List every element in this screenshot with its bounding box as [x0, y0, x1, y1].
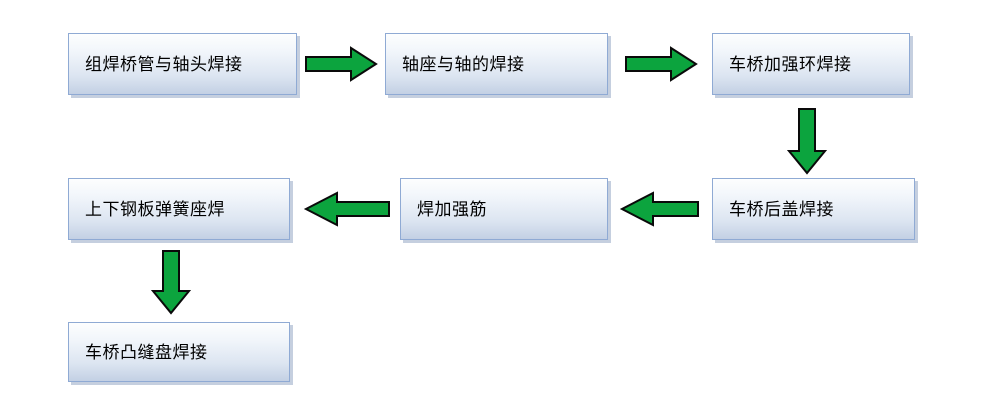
arrow-down-1-shape [786, 108, 828, 175]
arrow-left-2 [303, 191, 390, 227]
arrow-down-1 [786, 108, 828, 175]
arrow-right-2-shape [625, 46, 698, 82]
arrow-right-1 [305, 46, 378, 82]
arrow-down-2-shape [150, 250, 192, 315]
process-node-5-label: 焊加强筋 [417, 199, 487, 219]
process-node-1[interactable]: 组焊桥管与轴头焊接 [68, 33, 297, 95]
arrow-left-1 [619, 191, 699, 227]
process-node-4[interactable]: 车桥后盖焊接 [712, 178, 915, 240]
process-node-7-label: 车桥凸缝盘焊接 [85, 342, 208, 362]
process-node-6-label: 上下钢板弹簧座焊 [85, 199, 225, 219]
process-node-4-label: 车桥后盖焊接 [729, 199, 834, 219]
arrow-left-2-shape [303, 191, 390, 227]
arrow-right-2 [625, 46, 698, 82]
process-node-5[interactable]: 焊加强筋 [400, 178, 608, 240]
arrow-left-1-shape [619, 191, 699, 227]
process-node-1-label: 组焊桥管与轴头焊接 [85, 54, 243, 74]
process-node-2[interactable]: 轴座与轴的焊接 [385, 33, 608, 95]
process-node-6[interactable]: 上下钢板弹簧座焊 [68, 178, 290, 240]
arrow-down-2 [150, 250, 192, 315]
arrow-right-1-shape [305, 46, 378, 82]
process-node-3[interactable]: 车桥加强环焊接 [712, 33, 910, 95]
process-node-3-label: 车桥加强环焊接 [729, 54, 852, 74]
process-node-2-label: 轴座与轴的焊接 [402, 54, 525, 74]
process-node-7[interactable]: 车桥凸缝盘焊接 [68, 322, 290, 382]
